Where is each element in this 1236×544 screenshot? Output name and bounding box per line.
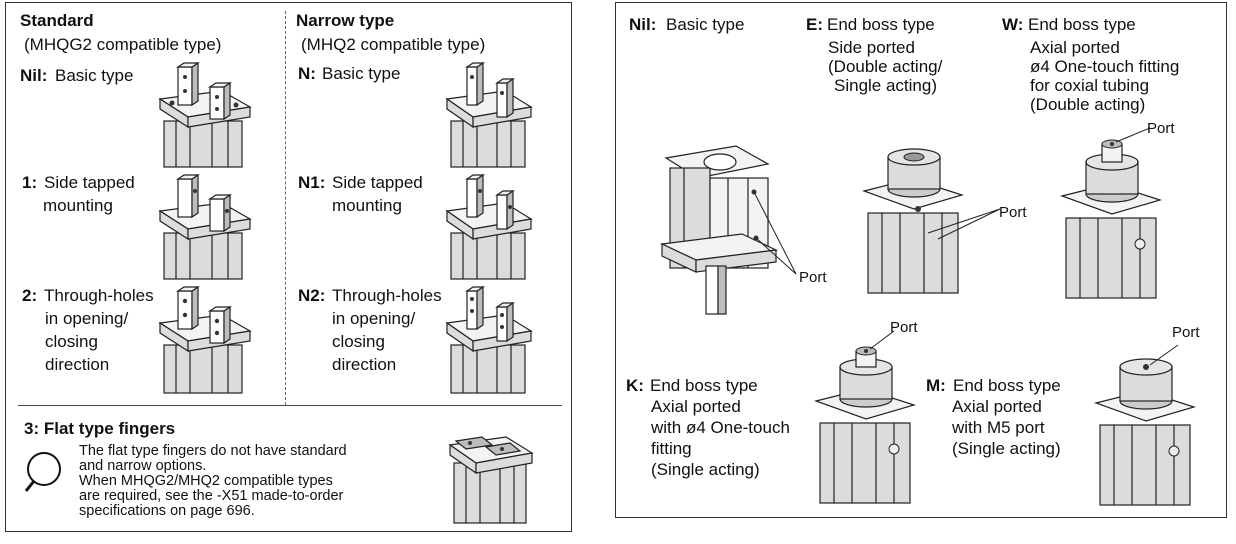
gripper-illustration-end-boss-k — [813, 330, 917, 504]
option-label: Side tapped — [332, 173, 423, 192]
gripper-illustration-end-boss-m — [1093, 344, 1197, 506]
option-label: in opening/ — [332, 309, 416, 328]
option-label: (Double acting) — [1030, 95, 1146, 114]
option-label: mounting — [43, 196, 113, 215]
option-label: mounting — [332, 196, 402, 215]
option-label: Through-holes — [44, 286, 154, 305]
option-label: Side ported — [828, 38, 915, 57]
gripper-illustration-narrow-through-holes — [445, 285, 533, 394]
option-label: ø4 One-touch fitting — [1030, 57, 1180, 76]
gripper-illustration-narrow-basic — [445, 61, 533, 168]
option-label: End boss type — [1028, 15, 1136, 34]
option-label: Axial ported — [651, 397, 741, 416]
standard-subtitle: (MHQG2 compatible type) — [24, 35, 222, 54]
port-label: Port — [999, 204, 1027, 221]
gripper-illustration-end-boss-w — [1059, 127, 1163, 299]
option-code: Nil: — [629, 15, 657, 34]
option-label: Through-holes — [332, 286, 442, 305]
port-label: Port — [1172, 324, 1200, 341]
gripper-illustration-narrow-side-tapped — [445, 173, 533, 280]
option-label: for coxial tubing — [1030, 76, 1150, 95]
port-label: Port — [890, 319, 918, 336]
option-label: closing — [45, 332, 98, 351]
option-label: (Single acting) — [651, 460, 760, 479]
option-code: N2: — [298, 286, 326, 305]
option-label: (Double acting/ — [828, 57, 943, 76]
option-label: End boss type — [953, 376, 1061, 395]
gripper-illustration-standard-through-holes — [158, 285, 252, 394]
option-label: Basic type — [322, 64, 401, 83]
port-label: Port — [799, 269, 827, 286]
gripper-illustration-basic — [659, 145, 797, 315]
port-label: Port — [1147, 120, 1175, 137]
flat-section-divider — [18, 405, 562, 406]
option-label: fitting — [651, 439, 692, 458]
gripper-illustration-standard-side-tapped — [158, 173, 252, 280]
flat-note-line: When MHQG2/MHQ2 compatible types — [79, 473, 333, 489]
option-label: Axial ported — [1030, 38, 1120, 57]
option-label: Basic type — [666, 15, 745, 34]
column-divider — [285, 11, 286, 405]
option-code: E: — [806, 15, 823, 34]
option-label: with ø4 One-touch — [651, 418, 790, 437]
narrow-subtitle: (MHQ2 compatible type) — [301, 35, 486, 54]
option-label: direction — [332, 355, 397, 374]
flat-note-line: are required, see the -X51 made-to-order — [79, 488, 344, 504]
magnifier-icon — [24, 452, 61, 492]
option-code: 1: — [22, 173, 38, 192]
left-panel: Standard (MHQG2 compatible type) Nil: Ba… — [5, 2, 572, 532]
option-code: M: — [926, 376, 946, 395]
option-label: direction — [45, 355, 110, 374]
option-label: Single acting) — [834, 76, 938, 95]
option-code: K: — [626, 376, 644, 395]
option-label: Axial ported — [952, 397, 1042, 416]
right-panel: Nil: Basic type E: End boss type Side po… — [615, 2, 1227, 518]
flat-note-line: and narrow options. — [79, 458, 207, 474]
standard-title: Standard — [20, 11, 94, 30]
option-label: (Single acting) — [952, 439, 1061, 458]
flat-note-line: The flat type fingers do not have standa… — [79, 443, 347, 459]
option-code: Nil: — [20, 66, 48, 85]
option-label: closing — [332, 332, 385, 351]
flat-note-line: specifications on page 696. — [79, 503, 255, 519]
option-label: in opening/ — [45, 309, 129, 328]
option-code: N1: — [298, 173, 326, 192]
flat-title: 3: Flat type fingers — [24, 419, 176, 438]
narrow-title: Narrow type — [296, 11, 395, 30]
option-code: N: — [298, 64, 316, 83]
gripper-illustration-standard-basic — [158, 61, 252, 168]
gripper-illustration-end-boss-e — [861, 148, 1001, 294]
option-label: Basic type — [55, 66, 134, 85]
option-code: 2: — [22, 286, 38, 305]
option-label: with M5 port — [952, 418, 1045, 437]
option-code: W: — [1002, 15, 1024, 34]
option-label: Side tapped — [44, 173, 135, 192]
gripper-illustration-flat-fingers — [448, 436, 534, 524]
option-label: End boss type — [827, 15, 935, 34]
option-label: End boss type — [650, 376, 758, 395]
